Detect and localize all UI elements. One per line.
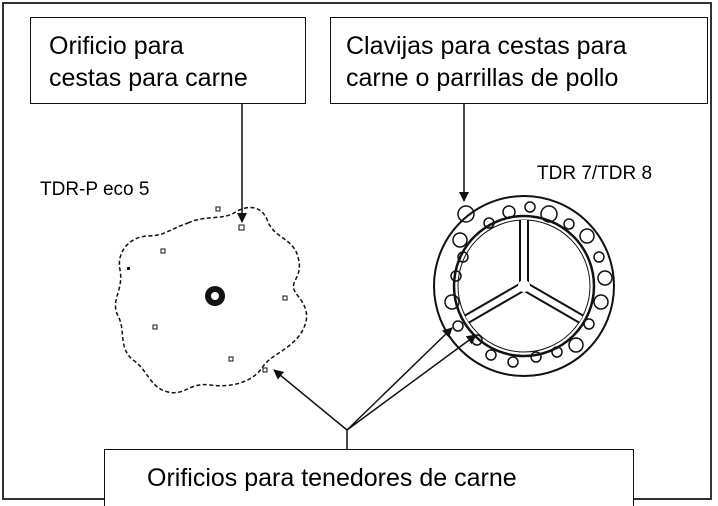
meat-basket-hole-label: Orificio para cestas para carne xyxy=(30,17,306,104)
left-plate xyxy=(114,206,308,394)
fork-holes-label: Orificios para tenedores de carne xyxy=(104,449,634,506)
right-plate xyxy=(433,195,615,377)
basket-pins-label: Clavijas para cestas para carne o parril… xyxy=(330,17,708,104)
left-model-label: TDR-P eco 5 xyxy=(40,179,150,200)
callout-arrows xyxy=(237,104,477,449)
right-model-label: TDR 7/TDR 8 xyxy=(537,163,653,184)
